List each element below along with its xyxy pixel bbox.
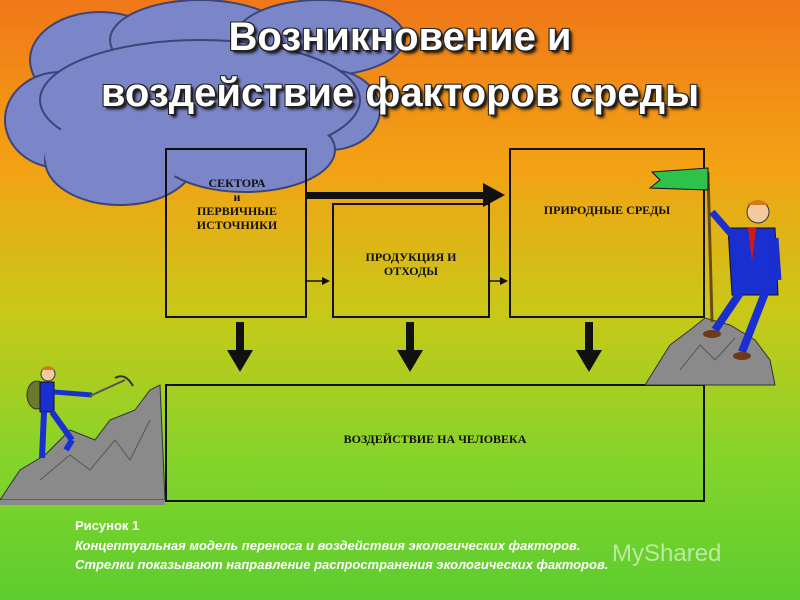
products-label-line-1: ПРОДУКЦИЯ И [365,250,457,264]
natural-media-box [509,148,705,318]
figure-caption-line-2: Стрелки показывают направление распростр… [75,557,609,572]
sectors-box [165,148,307,318]
arrow-sectors-to-products [307,277,330,285]
arrow-products-to-natural [490,277,508,285]
arrow-sectors-to-natural [305,183,505,207]
arrow-down-1 [227,322,253,372]
products-box [332,203,490,318]
rock-left [0,384,166,505]
sectors-label-line-2: и [233,190,241,204]
human-impact-label: ВОЗДЕЙСТВИЕ НА ЧЕЛОВЕКА [343,432,527,446]
businessman-with-flag [648,167,782,360]
products-label: ПРОДУКЦИЯ И ОТХОДЫ [336,250,486,278]
sectors-label-line-3: ПЕРВИЧНЫЕ [197,204,277,218]
natural-media-label: ПРИРОДНЫЕ СРЕДЫ [543,203,671,217]
products-label-line-2: ОТХОДЫ [383,264,439,278]
arrow-down-2 [397,322,423,372]
sectors-label-line-4: ИСТОЧНИКИ [196,218,278,232]
climber-left [26,366,134,459]
watermark: MyShared [612,540,722,567]
sectors-label: СЕКТОРА и ПЕРВИЧНЫЕ ИСТОЧНИКИ [172,176,302,232]
arrow-down-3 [576,322,602,372]
human-impact-box [165,384,705,502]
title-line-2: воздействие факторов среды [100,71,700,115]
rock-right [644,317,776,386]
figure-caption-line-1: Концептуальная модель переноса и воздейс… [75,538,581,553]
sectors-label-line-1: СЕКТОРА [208,176,266,190]
figure-caption-title: Рисунок 1 [75,518,140,533]
title-line-1: Возникновение и [228,15,572,59]
